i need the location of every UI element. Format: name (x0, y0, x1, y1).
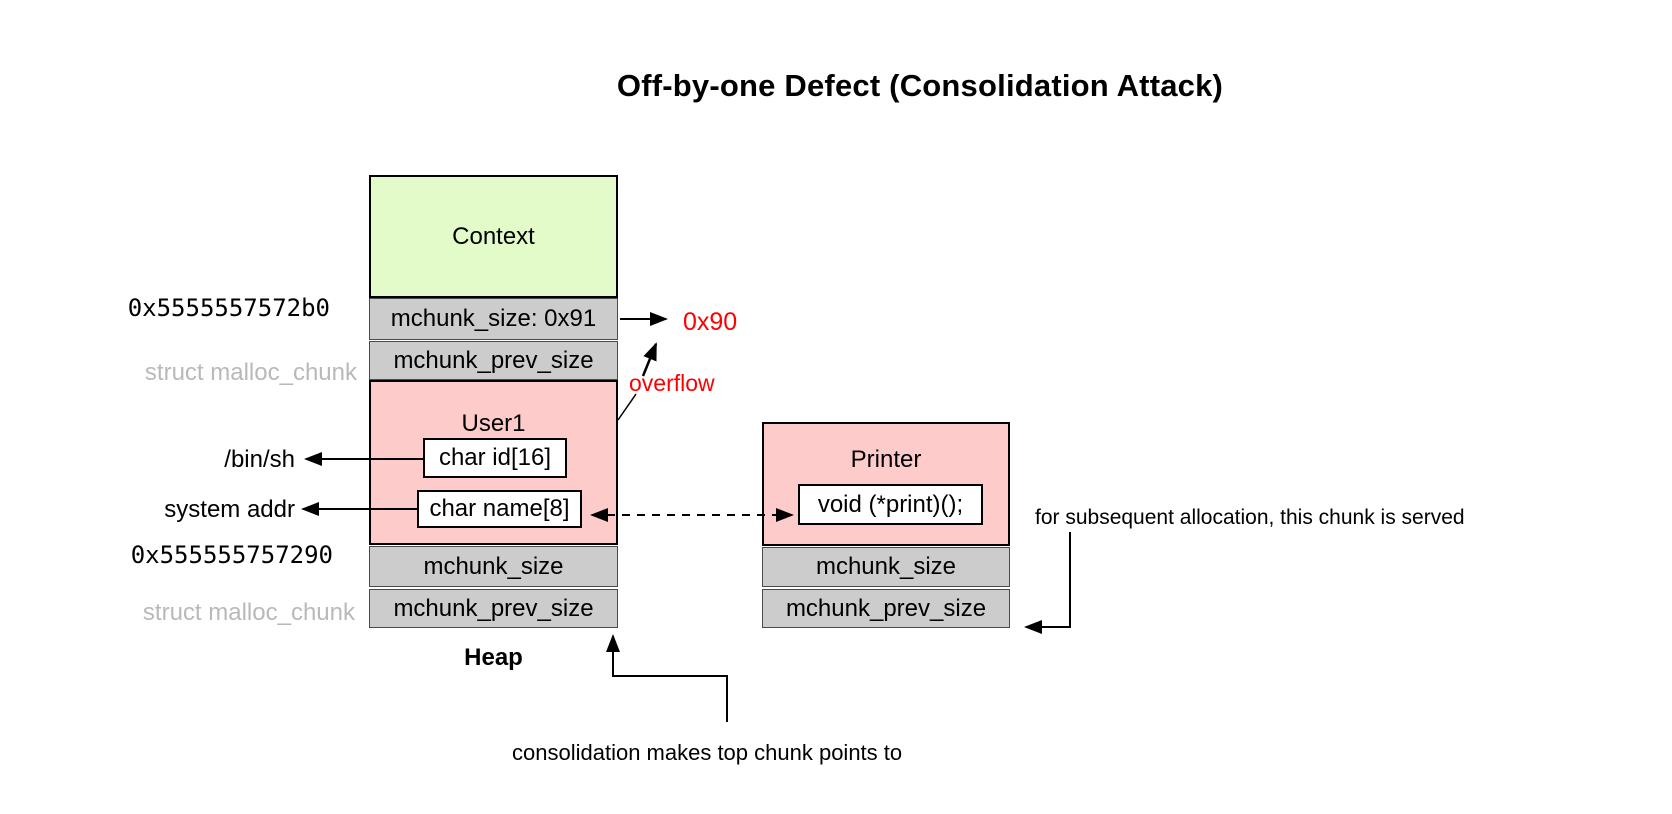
mchunk-prev-size-top-label: mchunk_prev_size (393, 346, 594, 374)
char-name-field: char name[8] (417, 490, 582, 528)
char-name-label: char name[8] (429, 495, 570, 522)
mchunk-prev-size-bottom-label: mchunk_prev_size (393, 594, 594, 622)
mchunk-size-top-label: mchunk_size: 0x91 (390, 305, 597, 332)
subsequent-allocation-arrow (1024, 532, 1071, 634)
diagram-title: Off-by-one Defect (Consolidation Attack) (616, 68, 1224, 103)
consolidation-note: consolidation makes top chunk points to (512, 740, 903, 765)
struct-malloc-chunk-top-label: struct malloc_chunk (144, 359, 357, 386)
printer-mchunk-size-label: mchunk_size (815, 553, 957, 580)
printer-label: Printer (850, 446, 922, 473)
user1-label: User1 (461, 410, 526, 437)
char-id-field: char id[16] (423, 438, 567, 478)
overflow-label: overflow (629, 370, 715, 396)
print-fn-field: void (*print)(); (798, 484, 983, 525)
system-addr-label: system addr (164, 496, 295, 523)
mchunk-prev-size-top-row: mchunk_prev_size (369, 341, 618, 380)
printer-mchunk-prev-size-label: mchunk_prev_size (785, 594, 987, 622)
consolidation-arrow (606, 634, 728, 722)
heap-label: Heap (464, 644, 523, 671)
chunk-top-address: 0x5555557572b0 (127, 294, 330, 322)
printer-block: Printer void (*print)(); (762, 422, 1010, 546)
overwritten-size-value: 0x90 (683, 308, 738, 336)
subsequent-allocation-note: for subsequent allocation, this chunk is… (1035, 506, 1465, 529)
chunk-bottom-address: 0x555555757290 (130, 541, 333, 569)
char-id-label: char id[16] (438, 444, 552, 471)
print-fn-label: void (*print)(); (817, 490, 964, 518)
context-label: Context (452, 222, 535, 250)
user1-block: User1 char id[16] char name[8] (369, 380, 618, 545)
mchunk-size-bottom-label: mchunk_size (423, 552, 564, 580)
printer-mchunk-prev-size-row: mchunk_prev_size (762, 589, 1010, 628)
mchunk-prev-size-bottom-row: mchunk_prev_size (369, 589, 618, 628)
printer-mchunk-size-row: mchunk_size (762, 547, 1010, 587)
binsh-label: /bin/sh (224, 446, 295, 473)
mchunk-size-bottom-row: mchunk_size (369, 546, 618, 587)
context-block: Context (369, 175, 618, 298)
overflow-leader-line (617, 393, 637, 421)
mchunk-size-top-row: mchunk_size: 0x91 (369, 298, 618, 340)
struct-malloc-chunk-bottom-label: struct malloc_chunk (142, 599, 355, 626)
